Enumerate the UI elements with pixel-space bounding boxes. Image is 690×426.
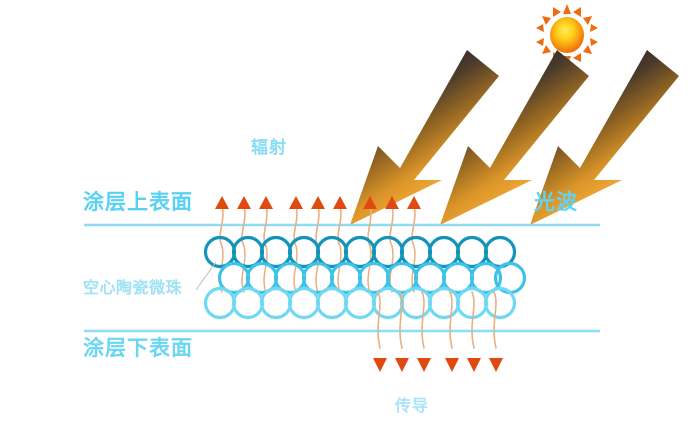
incident-arrow-2: [440, 50, 589, 225]
label-conduction: 传导: [395, 398, 430, 415]
incident-light-arrows: [350, 50, 679, 225]
ceramic-bead-row-middle: [217, 261, 527, 295]
incident-arrow-1: [350, 50, 499, 225]
conduction-arrowheads: [373, 358, 503, 372]
label-top-surface: 涂层上表面: [83, 191, 193, 214]
incident-arrow-3: [530, 50, 679, 225]
label-light-wave: 光波: [534, 191, 578, 214]
label-hollow-ceramic-microbeads: 空心陶瓷微珠: [83, 280, 183, 297]
ceramic-bead-row-bottom: [203, 286, 517, 320]
radiation-arrowheads: [215, 196, 421, 209]
label-radiation: 辐射: [251, 138, 287, 157]
beads-leader-line: [195, 261, 217, 291]
ceramic-bead-row-top: [203, 235, 517, 269]
label-bottom-surface: 涂层下表面: [83, 337, 193, 360]
conduction-ray-lines: [377, 291, 497, 349]
sun-icon: [536, 4, 598, 66]
